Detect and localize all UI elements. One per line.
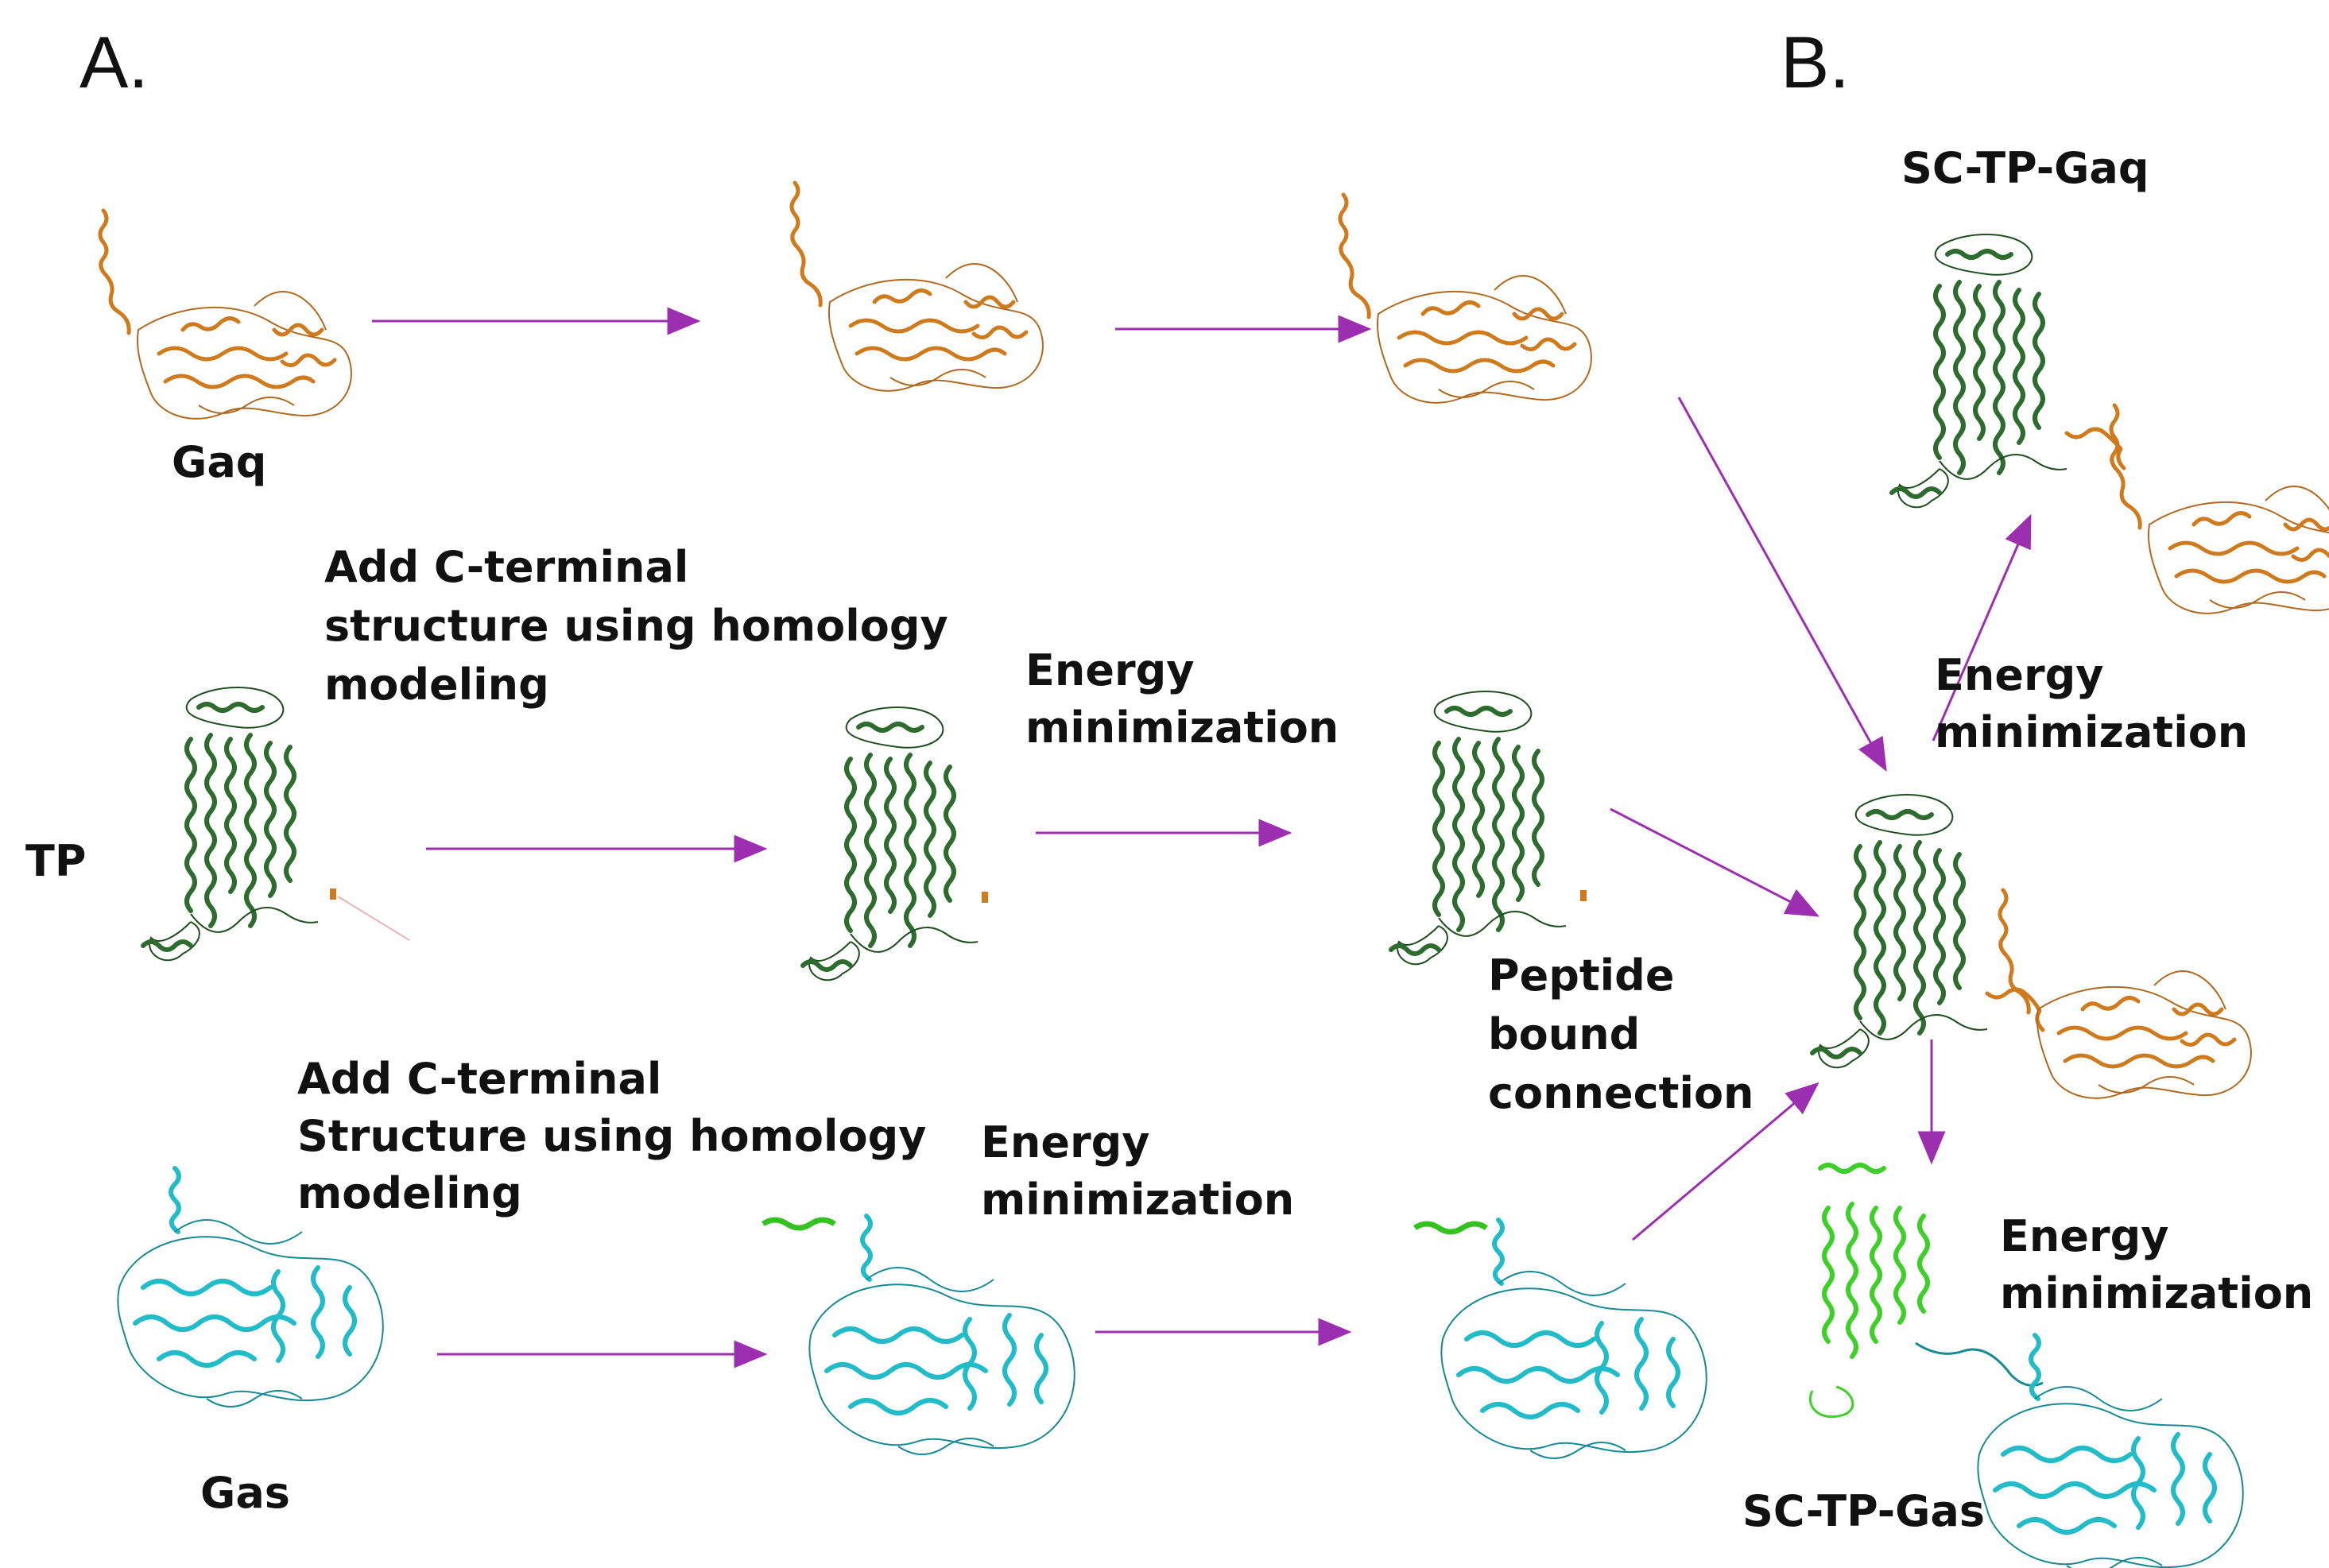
sc-tp-gaq-receptor-icon: [1892, 234, 2067, 507]
energy-minimization-b-bottom-label: Energy minimization: [2000, 1211, 2313, 1318]
gaq-structure-icon: [1340, 195, 1591, 403]
arrow: [1932, 513, 2032, 741]
tp-structure-icon: [1391, 691, 1566, 964]
tp-label: TP: [25, 836, 86, 886]
c-terminal-extension-icon: [761, 1217, 836, 1231]
sc-tp-gas-galpha-icon: [1978, 1335, 2242, 1568]
sc-tp-gas-receptor-icon: [1808, 1163, 2044, 1419]
energy-minimization-gas-label: Energy minimization: [981, 1117, 1294, 1225]
linker-icon: [1985, 987, 2045, 1032]
tp-structure-icon: [803, 707, 978, 980]
sc-tp-gas-label: SC-TP-Gas: [1742, 1486, 1985, 1536]
panel-a-label: A.: [79, 22, 149, 103]
linker-icon: [2064, 427, 2126, 470]
arrow: [1632, 1082, 1819, 1241]
sc-tp-gaq-label: SC-TP-Gaq: [1901, 143, 2149, 193]
peptide-bound-connection-label: Peptide bound connection: [1488, 950, 1754, 1118]
add-c-terminal-tp-label: Add C-terminal structure using homology …: [324, 542, 963, 710]
sc-tp-gaq-galpha-icon: [2111, 405, 2329, 614]
gas-structure-icon: [809, 1216, 1074, 1454]
energy-minimization-b-top-label: Energy minimization: [1935, 650, 2248, 757]
tp-complex-icon: [1812, 795, 1987, 1067]
c-terminal-fragment-icon: [982, 892, 988, 903]
tp-structure-icon: [143, 687, 318, 960]
galpha-q-complex-icon: [2000, 890, 2251, 1098]
gas-label: Gas: [200, 1468, 290, 1518]
c-terminal-fragment-icon: [330, 889, 336, 900]
add-c-terminal-gas-label: Add C-terminal Structure using homology …: [297, 1054, 941, 1218]
energy-minimization-tp-label: Energy minimization: [1025, 645, 1339, 753]
gaq-structure-icon: [100, 211, 351, 419]
arrow: [1677, 397, 1887, 772]
connector-line: [337, 896, 410, 941]
c-terminal-fragment-icon: [1580, 890, 1587, 901]
gaq-label: Gaq: [172, 437, 266, 487]
gaq-structure-icon: [792, 183, 1043, 391]
arrow: [1610, 807, 1820, 917]
c-terminal-extension-icon: [1413, 1221, 1488, 1235]
panel-b-label: B.: [1781, 22, 1850, 103]
gas-structure-icon: [1441, 1220, 1706, 1458]
